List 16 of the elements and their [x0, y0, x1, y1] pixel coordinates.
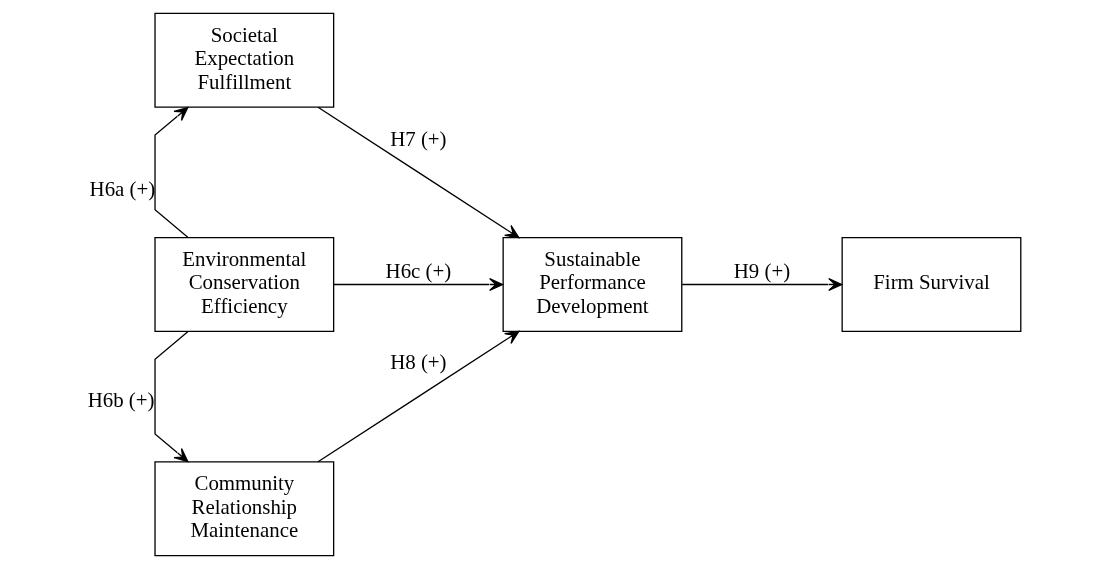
arrow: [681, 278, 843, 291]
node-box: Firm Survival: [841, 236, 1022, 333]
arrow: [333, 278, 504, 291]
arrow: [154, 106, 189, 238]
node-box: Societal Expectation Fulfillment: [154, 12, 335, 108]
edge-label: H9 (+): [733, 258, 791, 283]
arrow: [317, 106, 520, 239]
node-box: Community Relationship Maintenance: [154, 461, 335, 557]
node-box: Sustainable Performance Development: [502, 236, 683, 333]
node-box: Environmental Conservation Efficiency: [154, 236, 335, 333]
edge-label: H8 (+): [390, 349, 447, 374]
arrow: [317, 330, 520, 463]
edge-label: H7 (+): [390, 127, 447, 152]
arrow: [154, 331, 189, 463]
edge-label: H6b (+): [87, 387, 155, 412]
edge-label: H6c (+): [385, 258, 452, 283]
